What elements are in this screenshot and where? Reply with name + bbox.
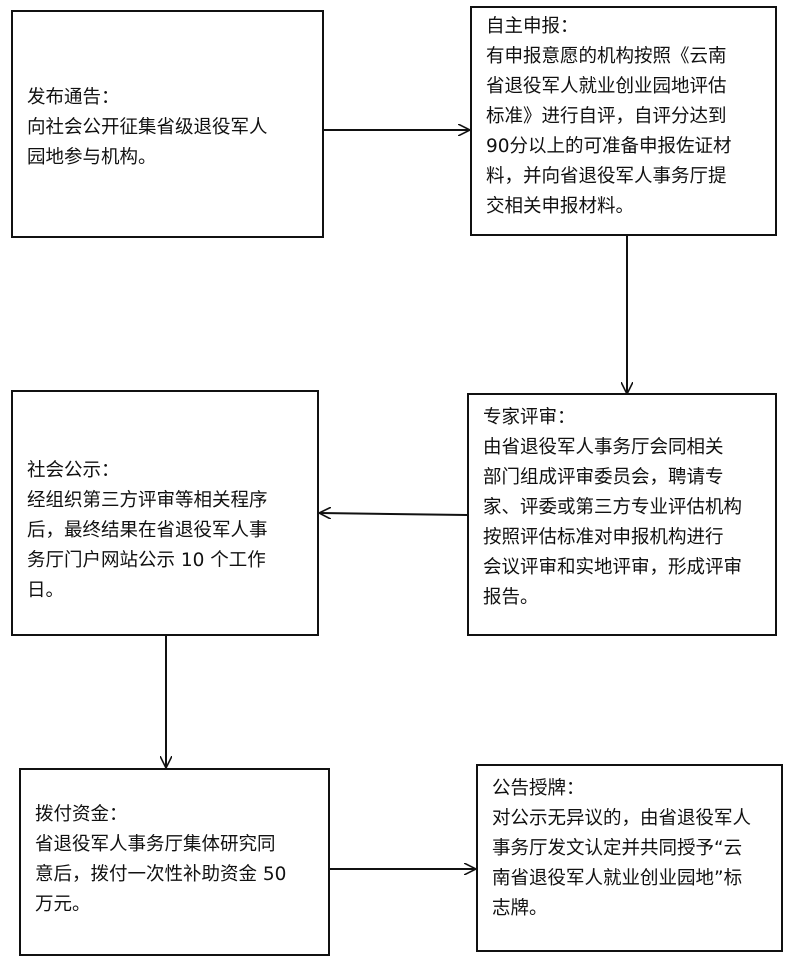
step-publicity-body: 经组织第三方评审等相关程序 后，最终结果在省退役军人事 务厅门户网站公示 10 … (27, 490, 268, 601)
step-apply-title: 自主申报： (486, 16, 579, 37)
step-funding-body: 省退役军人事务厅集体研究同 意后，拨付一次性补助资金 50 万元。 (35, 834, 287, 915)
step-publish-body: 向社会公开征集省级退役军人 园地参与机构。 (27, 117, 268, 168)
step-funding-box: 拨付资金： 省退役军人事务厅集体研究同 意后，拨付一次性补助资金 50 万元。 (19, 768, 330, 956)
step-funding-title: 拨付资金： (35, 804, 128, 825)
arrow-review-to-publicity (320, 513, 468, 515)
step-award-box: 公告授牌： 对公示无异议的，由省退役军人 事务厅发文认定并共同授予“云 南省退役… (476, 764, 783, 952)
step-apply-box: 自主申报： 有申报意愿的机构按照《云南 省退役军人就业创业园地评估 标准》进行自… (470, 6, 777, 236)
step-award-title: 公告授牌： (492, 778, 585, 799)
step-award-body: 对公示无异议的，由省退役军人 事务厅发文认定并共同授予“云 南省退役军人就业创业… (492, 808, 752, 919)
step-review-title: 专家评审： (483, 407, 576, 428)
step-apply-body: 有申报意愿的机构按照《云南 省退役军人就业创业园地评估 标准》进行自评，自评分达… (486, 46, 732, 217)
step-publish-title: 发布通告： (27, 87, 120, 108)
step-publish-box: 发布通告： 向社会公开征集省级退役军人 园地参与机构。 (11, 10, 324, 238)
step-publicity-box: 社会公示： 经组织第三方评审等相关程序 后，最终结果在省退役军人事 务厅门户网站… (11, 390, 319, 636)
step-publicity-title: 社会公示： (27, 460, 120, 481)
step-review-box: 专家评审： 由省退役军人事务厅会同相关 部门组成评审委员会，聘请专 家、评委或第… (467, 393, 777, 636)
step-review-body: 由省退役军人事务厅会同相关 部门组成评审委员会，聘请专 家、评委或第三方专业评估… (483, 437, 743, 608)
